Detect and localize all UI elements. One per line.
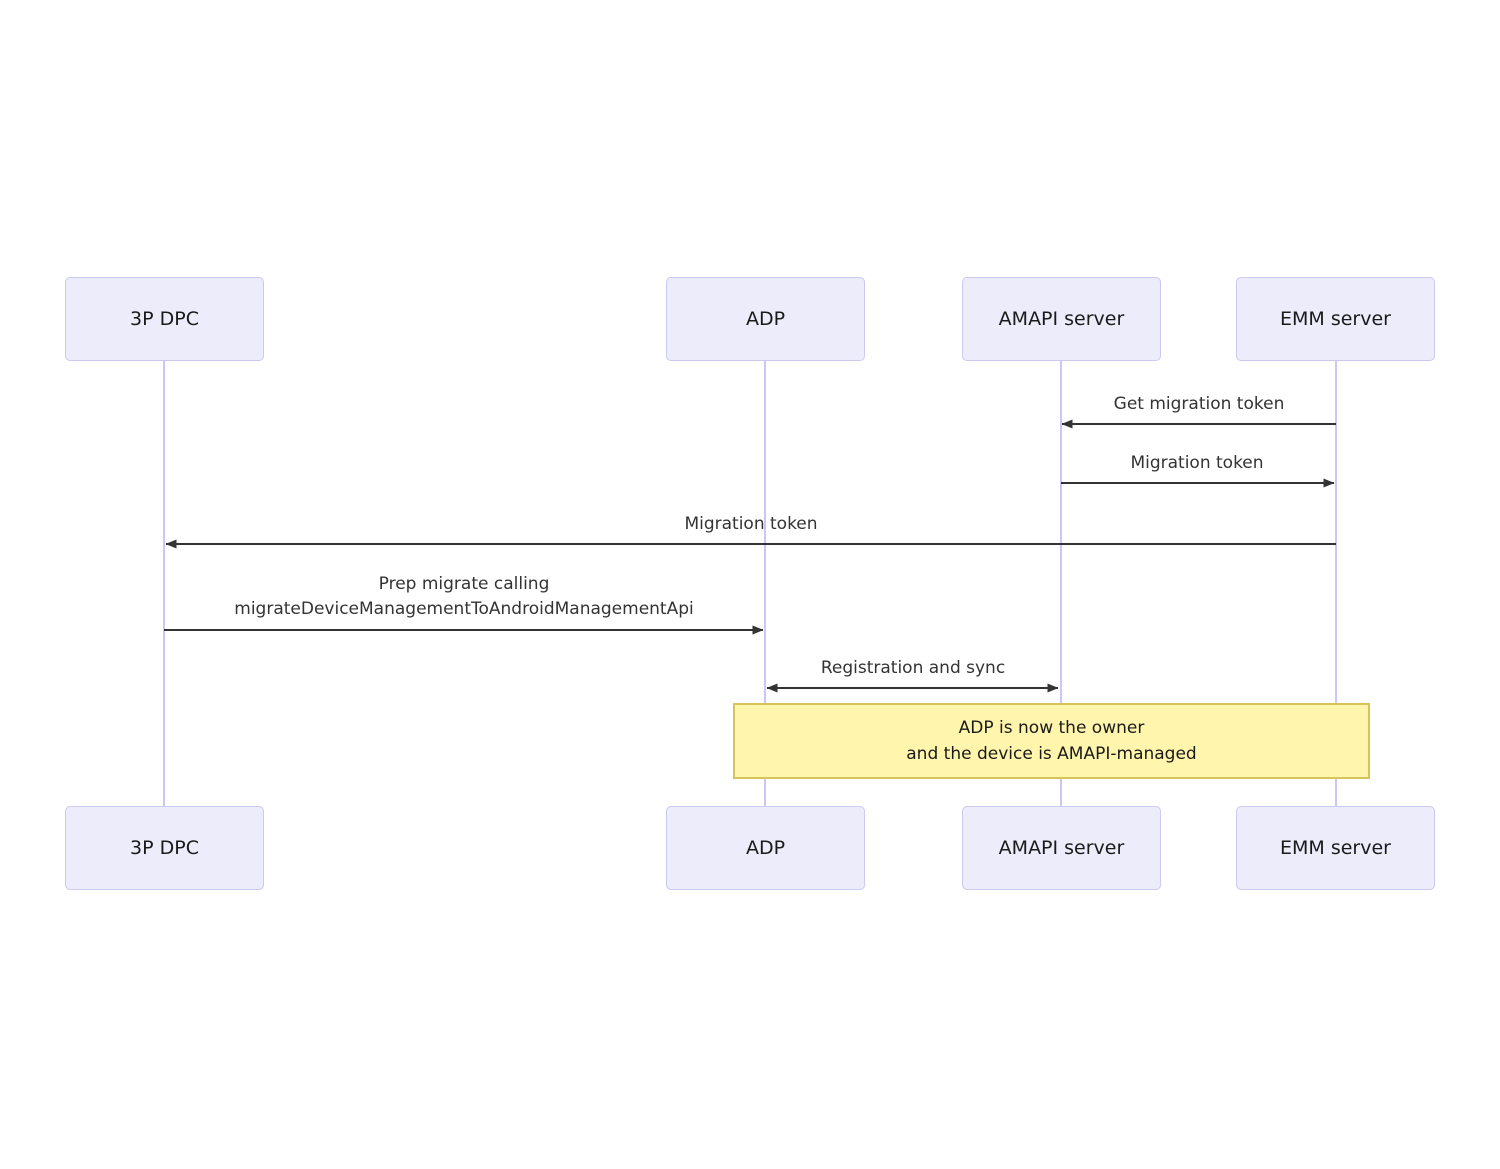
participant-box-bottom-emm[interactable]: EMM server [1236,806,1435,890]
participant-box-top-amapi[interactable]: AMAPI server [962,277,1161,361]
participant-box-bottom-amapi[interactable]: AMAPI server [962,806,1161,890]
lifeline-amapi [1060,361,1062,808]
participant-box-top-dpc[interactable]: 3P DPC [65,277,264,361]
participant-box-bottom-dpc[interactable]: 3P DPC [65,806,264,890]
participant-label-top-amapi: AMAPI server [998,307,1125,330]
participant-label-bottom-adp: ADP [745,836,786,859]
participant-label-top-dpc: 3P DPC [130,307,199,330]
participant-label-bottom-amapi: AMAPI server [998,836,1125,859]
lifeline-emm [1335,361,1337,808]
message-label-prep-migrate: Prep migrate calling migrateDeviceManage… [234,574,694,619]
lifeline-adp [764,361,766,808]
participant-label-bottom-emm: EMM server [1280,836,1391,859]
participant-label-top-emm: EMM server [1280,307,1391,330]
participant-box-bottom-adp[interactable]: ADP [666,806,865,890]
message-label-migration-token-to-dpc: Migration token [684,514,818,534]
message-label-registration-and-sync: Registration and sync [820,658,1006,678]
note-adp-owner-text: ADP is now the owner and the device is A… [906,717,1197,764]
message-label-get-migration-token: Get migration token [1113,394,1285,414]
participant-box-top-adp[interactable]: ADP [666,277,865,361]
participant-label-bottom-dpc: 3P DPC [130,836,199,859]
message-label-migration-token-to-emm: Migration token [1130,453,1264,473]
note-adp-owner: ADP is now the owner and the device is A… [733,703,1370,779]
participant-box-top-emm[interactable]: EMM server [1236,277,1435,361]
participant-label-top-adp: ADP [745,307,786,330]
lifeline-dpc [163,361,165,808]
